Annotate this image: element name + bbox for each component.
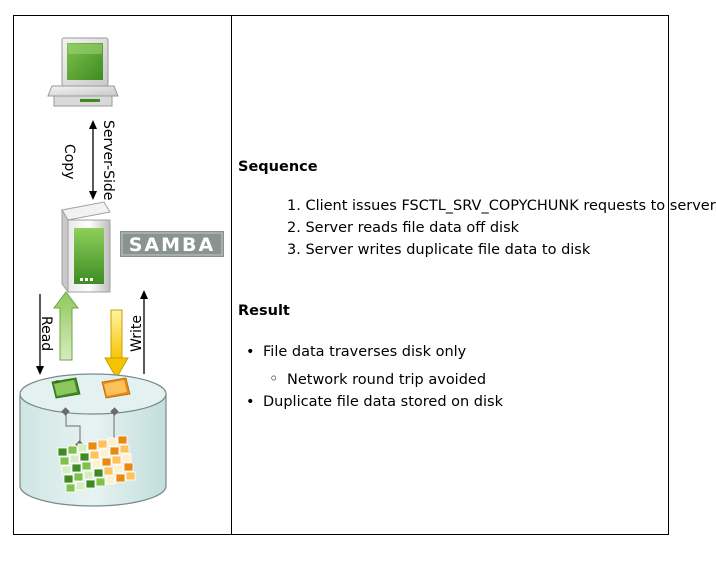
data-block [105, 475, 116, 485]
data-block [65, 483, 76, 493]
server-side-label: Server-Side [100, 120, 116, 200]
data-block [61, 465, 72, 475]
data-block [63, 474, 74, 484]
data-block [95, 477, 106, 487]
data-block [85, 479, 96, 489]
data-block [83, 470, 94, 480]
result-subitem: Network round trip avoided [263, 369, 503, 390]
data-block [59, 456, 70, 466]
data-block [113, 464, 124, 474]
data-block [115, 473, 126, 483]
result-list: File data traverses disk only Network ro… [238, 342, 503, 420]
data-block [69, 454, 80, 464]
data-block [71, 463, 82, 473]
write-label: Write [129, 315, 145, 352]
sequence-step: 3. Server writes duplicate file data to … [287, 242, 591, 258]
data-block [99, 448, 110, 458]
column-divider [231, 15, 232, 535]
description-panel: Sequence 1. Client issues FSCTL_SRV_COPY… [238, 16, 716, 534]
data-block [107, 437, 118, 447]
diagram-panel: Server-Side Copy SAMBA Read [14, 16, 231, 534]
data-block [81, 461, 92, 471]
data-block [97, 439, 108, 449]
table-frame [13, 15, 669, 535]
data-block [119, 444, 130, 454]
server-side-copy-arrow [89, 120, 97, 200]
data-block [91, 459, 102, 469]
data-block [75, 481, 86, 491]
copy-label: Copy [61, 144, 77, 180]
data-block [87, 441, 98, 451]
sequence-step: 1. Client issues FSCTL_SRV_COPYCHUNK req… [287, 198, 716, 214]
write-arrow [140, 290, 148, 374]
result-item: File data traverses disk only [246, 342, 503, 362]
green-file-icon [51, 377, 81, 399]
sequence-steps: 1. Client issues FSCTL_SRV_COPYCHUNK req… [238, 196, 716, 262]
data-block [109, 446, 120, 456]
result-item: Duplicate file data stored on disk [246, 392, 503, 412]
data-block [89, 450, 100, 460]
svg-text:SAMBA: SAMBA [129, 234, 215, 256]
diagram-svg: Server-Side Copy SAMBA Read [19, 37, 224, 507]
data-block [93, 468, 104, 478]
write-data-down-arrow [104, 309, 129, 380]
server-tower-icon [61, 201, 111, 294]
read-label: Read [38, 316, 54, 351]
data-block [101, 457, 112, 467]
samba-logo: SAMBA [120, 231, 224, 257]
read-data-up-arrow [53, 291, 79, 361]
data-block [103, 466, 114, 476]
data-block [79, 452, 90, 462]
data-block [125, 471, 136, 481]
data-block [121, 453, 132, 463]
sequence-step: 2. Server reads file data off disk [287, 220, 520, 236]
data-block [117, 435, 128, 445]
result-heading: Result [238, 303, 290, 319]
data-block [57, 447, 68, 457]
orange-file-icon [101, 377, 131, 399]
data-block [77, 443, 88, 453]
disk-data-blocks [57, 435, 136, 493]
data-block [73, 472, 84, 482]
data-block [111, 455, 122, 465]
read-arrow [36, 294, 44, 375]
data-block [123, 462, 134, 472]
data-block [67, 445, 78, 455]
sequence-heading: Sequence [238, 159, 318, 175]
client-computer-icon [47, 37, 119, 107]
